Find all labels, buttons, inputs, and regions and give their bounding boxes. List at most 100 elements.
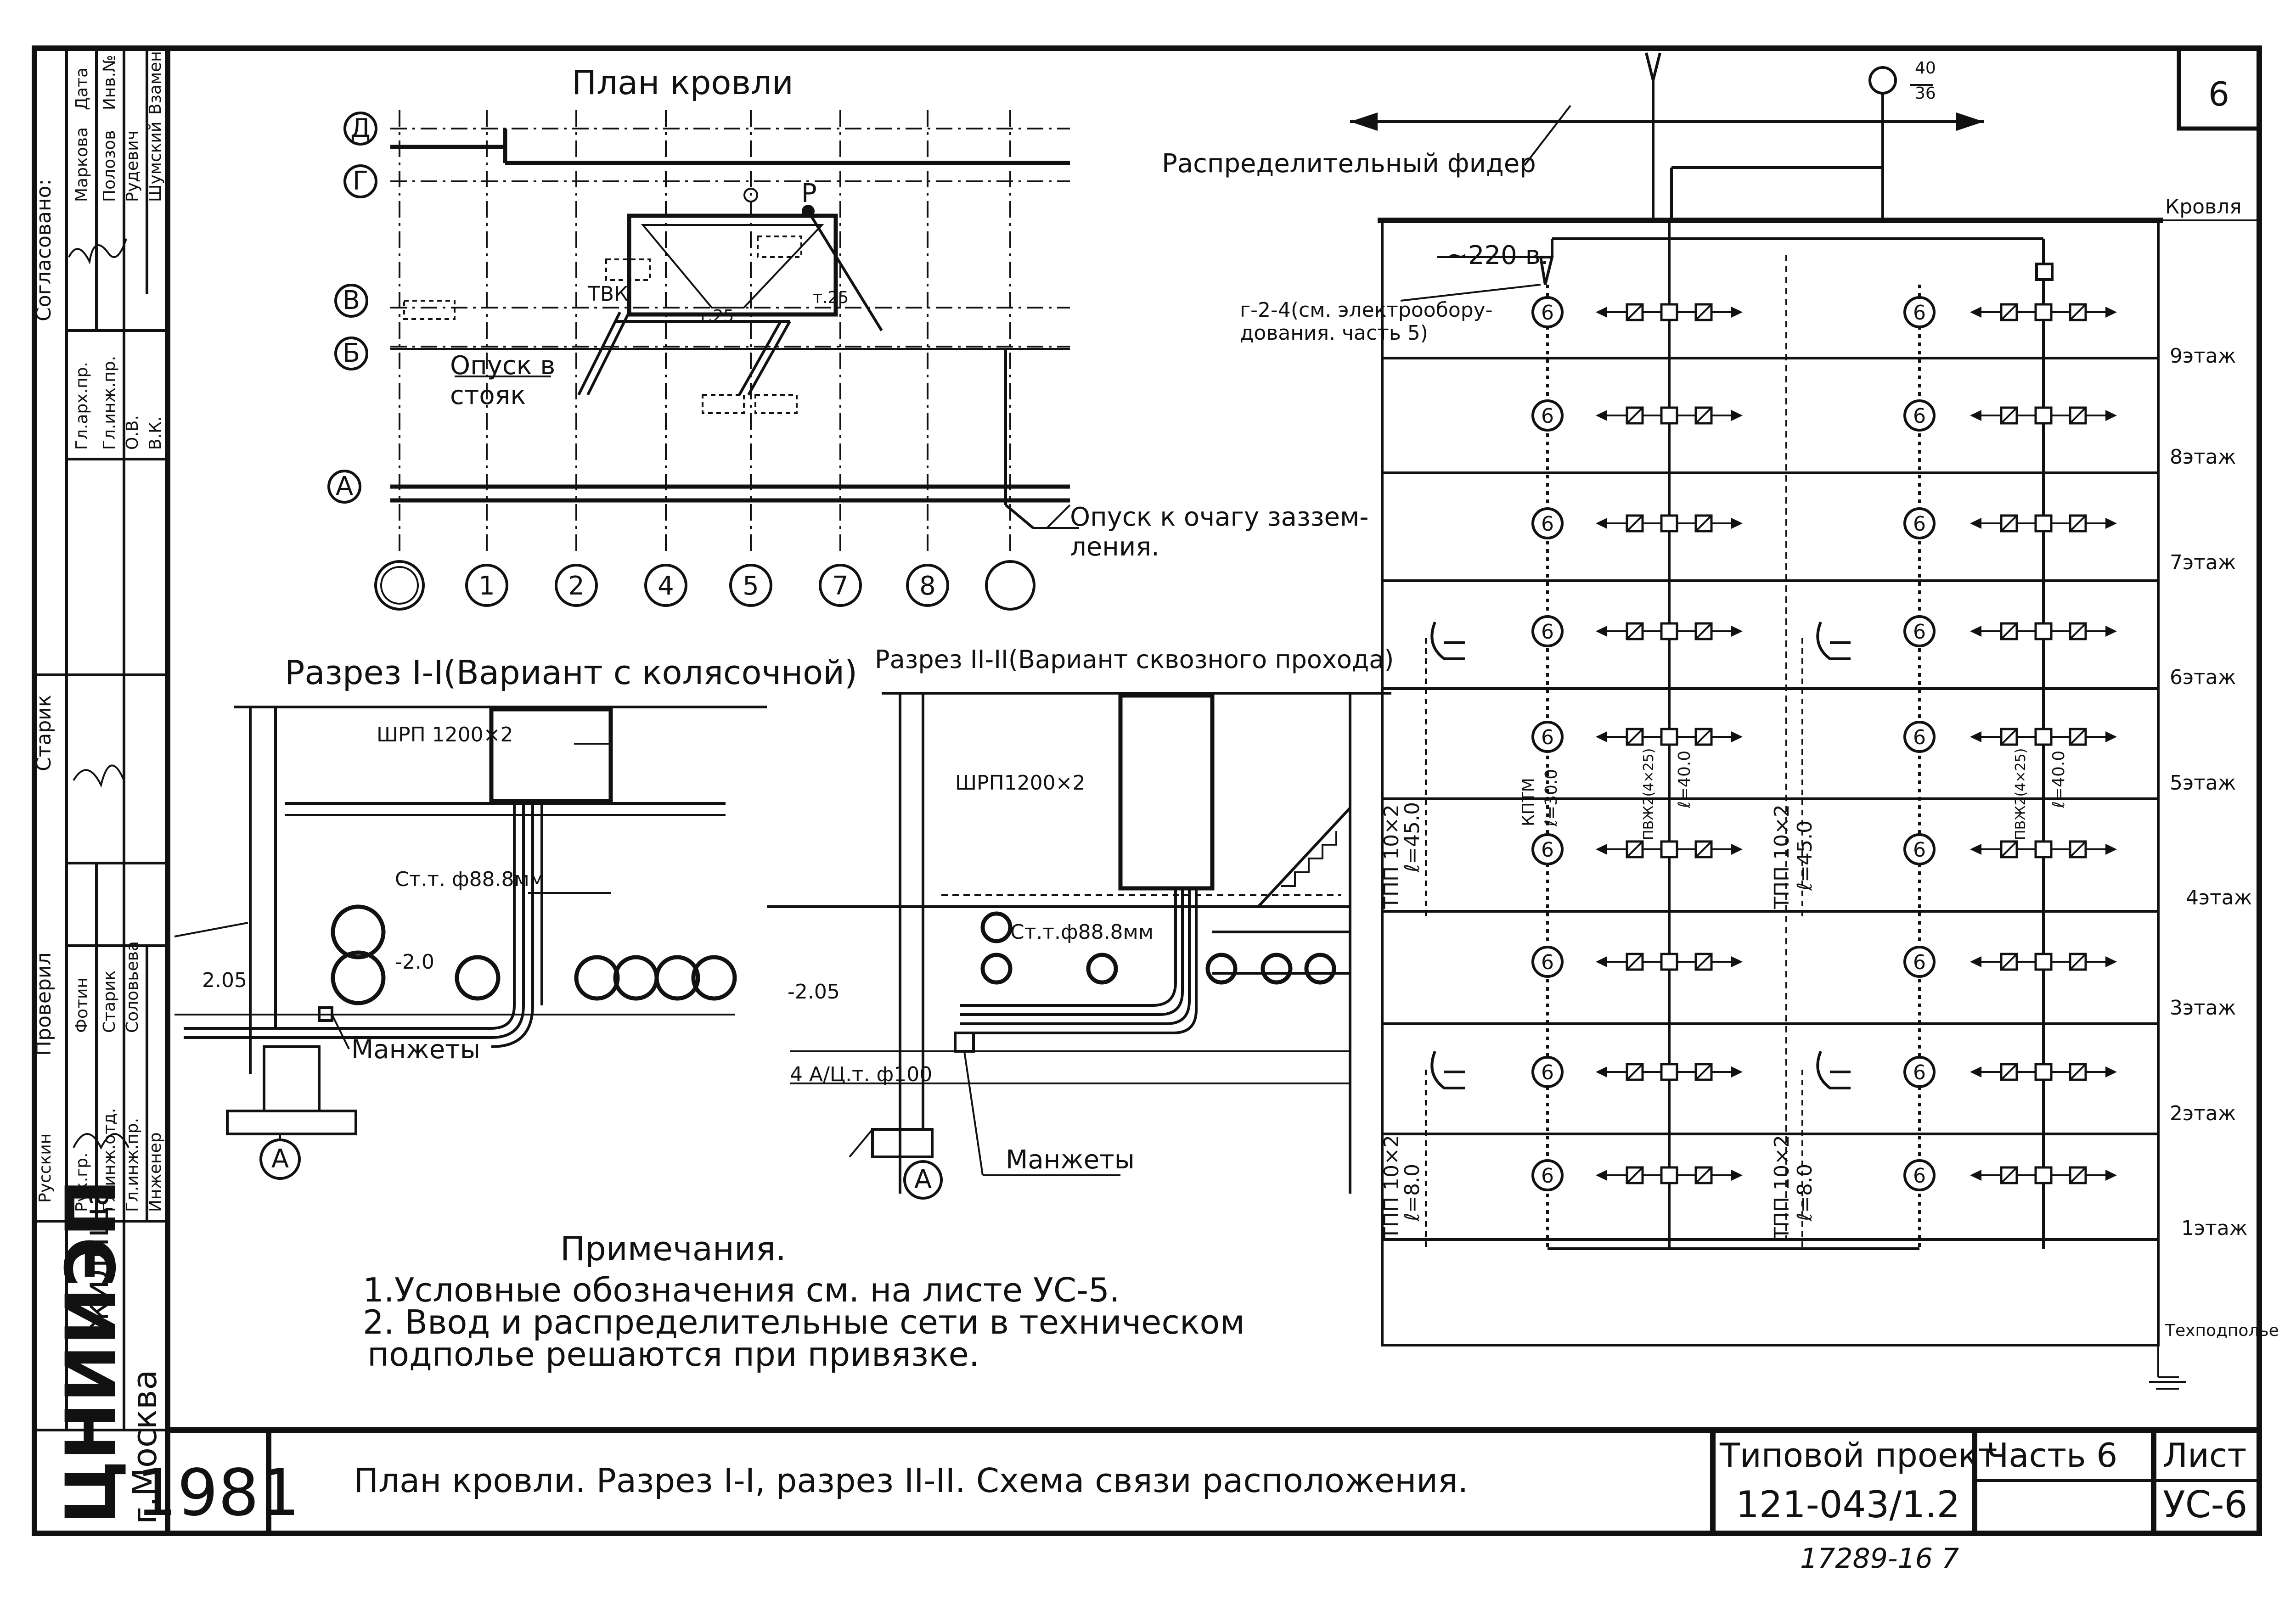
- socket-diag-left-6-0: [1626, 953, 1643, 970]
- branch-arrow-right-right-4: [2105, 731, 2117, 742]
- section1-axis: А: [271, 1144, 289, 1174]
- socket-diag-left-3-0: [1626, 623, 1643, 640]
- axis-col-1: 1: [478, 571, 495, 601]
- socket-box-left-4-0: [1626, 728, 1644, 746]
- floor-unit-label-left-7: 6: [1541, 1061, 1554, 1084]
- cable-tpp-bot-right: ТПП 10×2: [1770, 1135, 1794, 1240]
- floor-label-1: 1этаж: [2181, 1217, 2247, 1240]
- side-name-4: Шумский: [146, 122, 165, 202]
- plan-t25b: т.25: [813, 288, 849, 307]
- socket-diag-left-8-2: [1695, 1167, 1712, 1184]
- branch-arrow-left-right-7: [1970, 1066, 1981, 1077]
- cable-tpp-bot-right-len: ℓ=8.0: [1793, 1164, 1817, 1222]
- socket-box-left-6-1: [1660, 953, 1678, 971]
- socket-box-left-1-1: [1660, 406, 1678, 425]
- floor-unit-label-left-3: 6: [1541, 620, 1554, 644]
- side-name-2: Полозов: [100, 130, 119, 202]
- floor-unit-circle-left-4: [1531, 721, 1564, 753]
- floor-unit-circle-left-8: [1531, 1159, 1564, 1191]
- floor-unit-circle-right-3: [1903, 615, 1936, 647]
- side-agreed-label: Согласовано:: [32, 179, 56, 321]
- section2-axis: А: [914, 1165, 932, 1195]
- socket-diag-right-2-2: [2069, 515, 2087, 532]
- side-role-4: В.К.: [146, 416, 165, 450]
- floor-label-4: 4этаж: [2186, 886, 2252, 909]
- socket-box-right-1-1: [2034, 406, 2053, 425]
- axis-row-d: Д: [350, 113, 371, 143]
- section2-manzhety: Манжеты: [1006, 1145, 1135, 1175]
- socket-diag-right-6-0: [2000, 953, 2018, 970]
- floor-unit-label-right-0: 6: [1913, 301, 1926, 325]
- branch-arrow-right-left-4: [1731, 731, 1743, 742]
- section2-title: Разрез II-II(Вариант сквозного прохода): [875, 645, 1394, 674]
- branch-arrow-left-right-4: [1970, 731, 1981, 742]
- branch-arrow-right-right-1: [2105, 410, 2117, 421]
- branch-arrow-left-right-0: [1970, 307, 1981, 318]
- floor-unit-label-left-4: 6: [1541, 726, 1554, 749]
- socket-box-left-3-1: [1660, 622, 1678, 640]
- org-name-2: жилища: [77, 1186, 116, 1331]
- stamp-year: 1981: [136, 1456, 300, 1531]
- branch-arrow-right-right-0: [2105, 307, 2117, 318]
- floor-unit-circle-left-2: [1531, 507, 1564, 539]
- floor-unit-circle-right-7: [1903, 1056, 1936, 1088]
- floor-unit-label-right-4: 6: [1913, 726, 1926, 749]
- sheet-frame: [32, 45, 2262, 1536]
- socket-box-right-5-1: [2034, 840, 2053, 858]
- branch-arrow-left-left-3: [1596, 626, 1607, 637]
- floor-unit-label-left-2: 6: [1541, 512, 1554, 536]
- branch-arrow-left-left-5: [1596, 844, 1607, 855]
- stamp-title: План кровли. Разрез I-I, разрез II-II. С…: [354, 1461, 1468, 1500]
- socket-box-left-8-1: [1660, 1166, 1678, 1184]
- socket-diag-right-4-0: [2000, 728, 2018, 746]
- branch-arrow-right-right-2: [2105, 518, 2117, 529]
- branch-arrow-left-right-2: [1970, 518, 1981, 529]
- stamp-sheet-code: УС-6: [2163, 1483, 2247, 1526]
- side-rukov: Русскин: [36, 1133, 55, 1203]
- socket-box-left-0-2: [1694, 303, 1713, 321]
- branch-arrow-left-right-3: [1970, 626, 1981, 637]
- floor-unit-circle-right-8: [1903, 1159, 1936, 1191]
- socket-box-right-4-1: [2034, 728, 2053, 746]
- socket-diag-left-1-2: [1695, 407, 1712, 424]
- socket-box-left-2-1: [1660, 514, 1678, 533]
- branch-arrow-right-right-3: [2105, 626, 2117, 637]
- branch-arrow-right-left-6: [1731, 956, 1743, 967]
- socket-box-right-2-1: [2034, 514, 2053, 533]
- floor-unit-circle-right-2: [1903, 507, 1936, 539]
- roof-label: Кровля: [2165, 195, 2242, 219]
- branch-arrow-right-right-7: [2105, 1066, 2117, 1077]
- socket-diag-left-7-0: [1626, 1063, 1643, 1081]
- floor-label-5: 5этаж: [2170, 771, 2236, 795]
- socket-box-right-3-1: [2034, 622, 2053, 640]
- side-name-3: Рудевич: [123, 130, 142, 202]
- floor-label-6: 6этаж: [2170, 666, 2236, 689]
- floor-unit-circle-right-6: [1903, 946, 1936, 978]
- floor-label-2: 2этаж: [2170, 1102, 2236, 1125]
- floor-unit-circle-left-6: [1531, 946, 1564, 978]
- section1-manzhety: Манжеты: [351, 1035, 480, 1065]
- side-inv-label: Инв.№: [100, 55, 119, 110]
- branch-arrow-left-left-7: [1596, 1066, 1607, 1077]
- floor-label-3: 3этаж: [2170, 996, 2236, 1020]
- branch-arrow-left-left-2: [1596, 518, 1607, 529]
- plan-p: Р: [801, 179, 817, 208]
- floor-label-7: 7этаж: [2170, 551, 2236, 574]
- cable-tpp-top-left: ТПП 10×2: [1380, 804, 1403, 909]
- socket-diag-right-5-0: [2000, 841, 2018, 858]
- section1-elev2: -2.0: [395, 950, 434, 974]
- socket-diag-left-4-2: [1695, 728, 1712, 746]
- floor-unit-label-left-8: 6: [1541, 1164, 1554, 1188]
- floor-unit-label-left-1: 6: [1541, 404, 1554, 428]
- stamp-sheet-label: Лист: [2163, 1436, 2246, 1475]
- transformer-label-bottom: 36: [1915, 84, 1936, 103]
- socket-diag-right-7-2: [2069, 1063, 2087, 1081]
- cable-pvzh-left-len: ℓ=40.0: [1675, 751, 1694, 808]
- floor-unit-label-right-8: 6: [1913, 1164, 1926, 1188]
- stamp-project-label: Типовой проект: [1719, 1436, 1998, 1475]
- cable-tpp-top-right-len: ℓ=45.0: [1793, 820, 1817, 891]
- socket-diag-right-1-0: [2000, 407, 2018, 424]
- socket-diag-left-0-0: [1626, 303, 1643, 321]
- branch-arrow-right-right-6: [2105, 956, 2117, 967]
- socket-diag-left-3-2: [1695, 623, 1712, 640]
